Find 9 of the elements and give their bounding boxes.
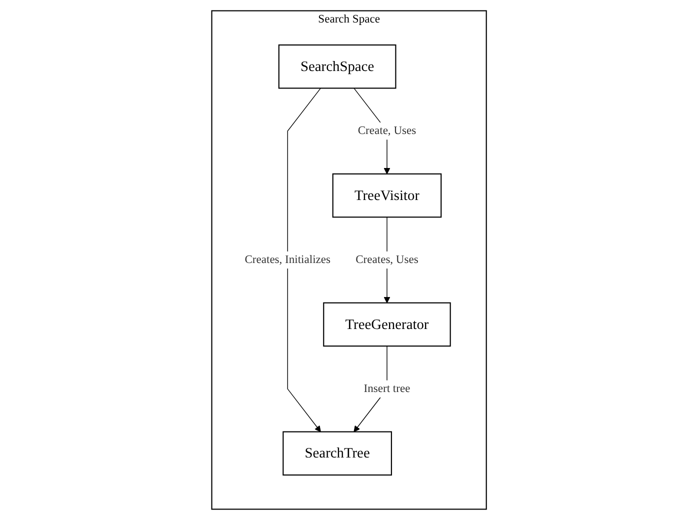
node-box: TreeGenerator (324, 302, 452, 347)
edge-label: Creates, Uses (356, 254, 419, 266)
node-box: SearchSpace (278, 44, 397, 89)
node-box: SearchTree (283, 431, 392, 476)
edge-label: Creates, Initializes (245, 254, 331, 266)
node-box: TreeVisitor (332, 173, 442, 218)
arrow (288, 88, 322, 432)
edge-label: Insert tree (364, 382, 411, 395)
edge-label: Create, Uses (358, 124, 417, 137)
